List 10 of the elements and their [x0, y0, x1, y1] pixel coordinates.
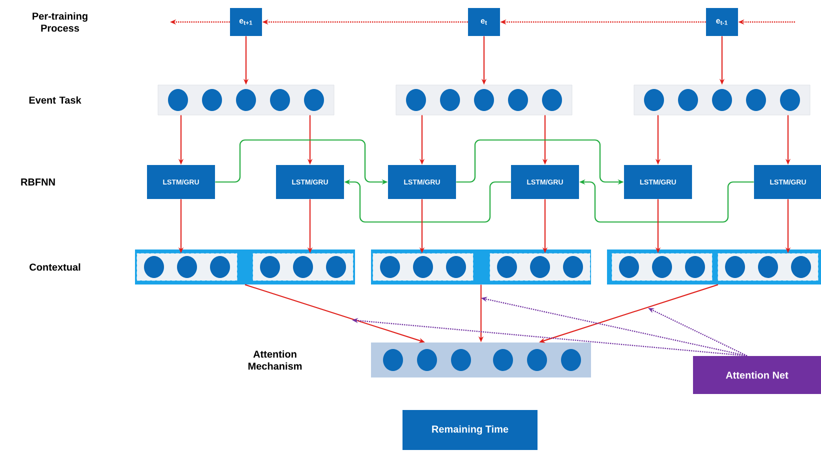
row-label: Attention Mechanism [248, 350, 302, 370]
row-label: Event Task [29, 96, 82, 104]
event-box: e$_{t-1}$ [706, 8, 738, 36]
row-label: RBFNN [21, 178, 55, 186]
event-box: e$_{t+1}$ [230, 8, 262, 36]
event-box: e$_{t}$ [468, 8, 500, 36]
remaining-time-box: Remaining Time [402, 410, 538, 450]
row-label: Contextual [30, 263, 80, 271]
row-label: Per-training Process [32, 12, 88, 32]
attention-net-box: Attention Net [693, 356, 821, 394]
